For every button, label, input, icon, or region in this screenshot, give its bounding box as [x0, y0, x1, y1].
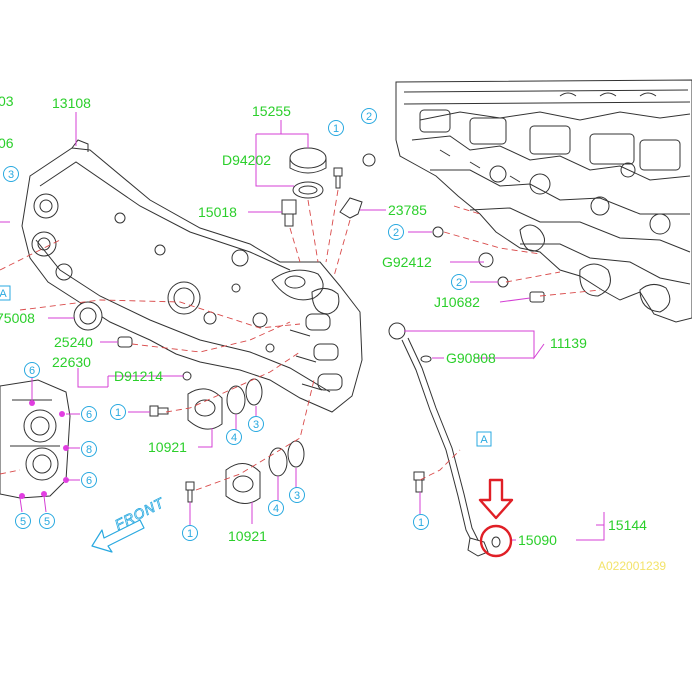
ref-badge-3: 3: [8, 169, 14, 181]
part-label-15090[interactable]: 15090: [518, 532, 557, 548]
ref-badge-1: 1: [333, 123, 339, 135]
front-cover-drawing: [21, 139, 363, 413]
front-arrow-icon: [91, 519, 145, 553]
front-direction-indicator: FRONT: [91, 494, 168, 553]
ref-badge-8: 8: [86, 444, 92, 456]
part-label-22630[interactable]: 22630: [52, 354, 91, 370]
leader-lines: [0, 112, 605, 541]
highlight-circle: [479, 524, 513, 558]
ref-badge-1: 1: [115, 407, 121, 419]
part-label-g90808[interactable]: G90808: [446, 350, 496, 366]
ref-badge-5: 5: [44, 516, 50, 528]
view-marker-a-left: A: [0, 288, 7, 300]
part-label-06[interactable]: 06: [0, 135, 14, 151]
ref-badge-2: 2: [366, 111, 372, 123]
explosion-lines: [0, 189, 601, 491]
highlight-marker: [478, 478, 514, 558]
ref-badge-6: 6: [86, 475, 92, 487]
part-label-15255[interactable]: 15255: [252, 103, 291, 119]
part-label-13108[interactable]: 13108: [52, 95, 91, 111]
reference-badges: 1 2 3 2 2 1 4 3 4 3 1 1 6 6 8 6 5 5: [3, 108, 467, 541]
part-label-03[interactable]: 03: [0, 93, 14, 109]
ref-badge-5: 5: [20, 516, 26, 528]
ref-badge-3: 3: [294, 490, 300, 502]
part-label-10921-a[interactable]: 10921: [148, 439, 187, 455]
chain-cover-fragment: [0, 379, 71, 499]
part-number-labels: 03 06 13108 15255 D94202 15018 23785 G92…: [0, 93, 647, 548]
part-label-j10682[interactable]: J10682: [434, 294, 480, 310]
diagram-code: A022001239: [598, 559, 666, 573]
ref-badge-4: 4: [231, 432, 237, 444]
part-label-11139[interactable]: 11139: [550, 335, 587, 351]
small-parts: [73, 147, 545, 557]
part-label-d94202[interactable]: D94202: [222, 152, 271, 168]
part-label-75008[interactable]: 75008: [0, 310, 35, 326]
part-label-15018[interactable]: 15018: [198, 204, 237, 220]
part-label-23785[interactable]: 23785: [388, 202, 427, 218]
ref-badge-6: 6: [29, 365, 35, 377]
part-label-d91214[interactable]: D91214: [114, 368, 163, 384]
part-label-10921-b[interactable]: 10921: [228, 528, 267, 544]
part-label-15144[interactable]: 15144: [608, 517, 647, 533]
view-markers: A A: [0, 285, 492, 447]
ref-badge-4: 4: [273, 503, 279, 515]
engine-block-drawing: [395, 79, 692, 323]
ref-badge-1: 1: [418, 517, 424, 529]
ref-badge-1: 1: [187, 528, 193, 540]
ref-badge-6: 6: [86, 409, 92, 421]
part-label-g92412[interactable]: G92412: [382, 254, 432, 270]
ref-badge-3: 3: [253, 419, 259, 431]
highlight-arrow-icon: [478, 478, 514, 520]
part-label-25240[interactable]: 25240: [54, 334, 93, 350]
ref-badge-2: 2: [393, 227, 399, 239]
ref-badge-2: 2: [456, 277, 462, 289]
view-marker-a-right: A: [480, 434, 488, 446]
